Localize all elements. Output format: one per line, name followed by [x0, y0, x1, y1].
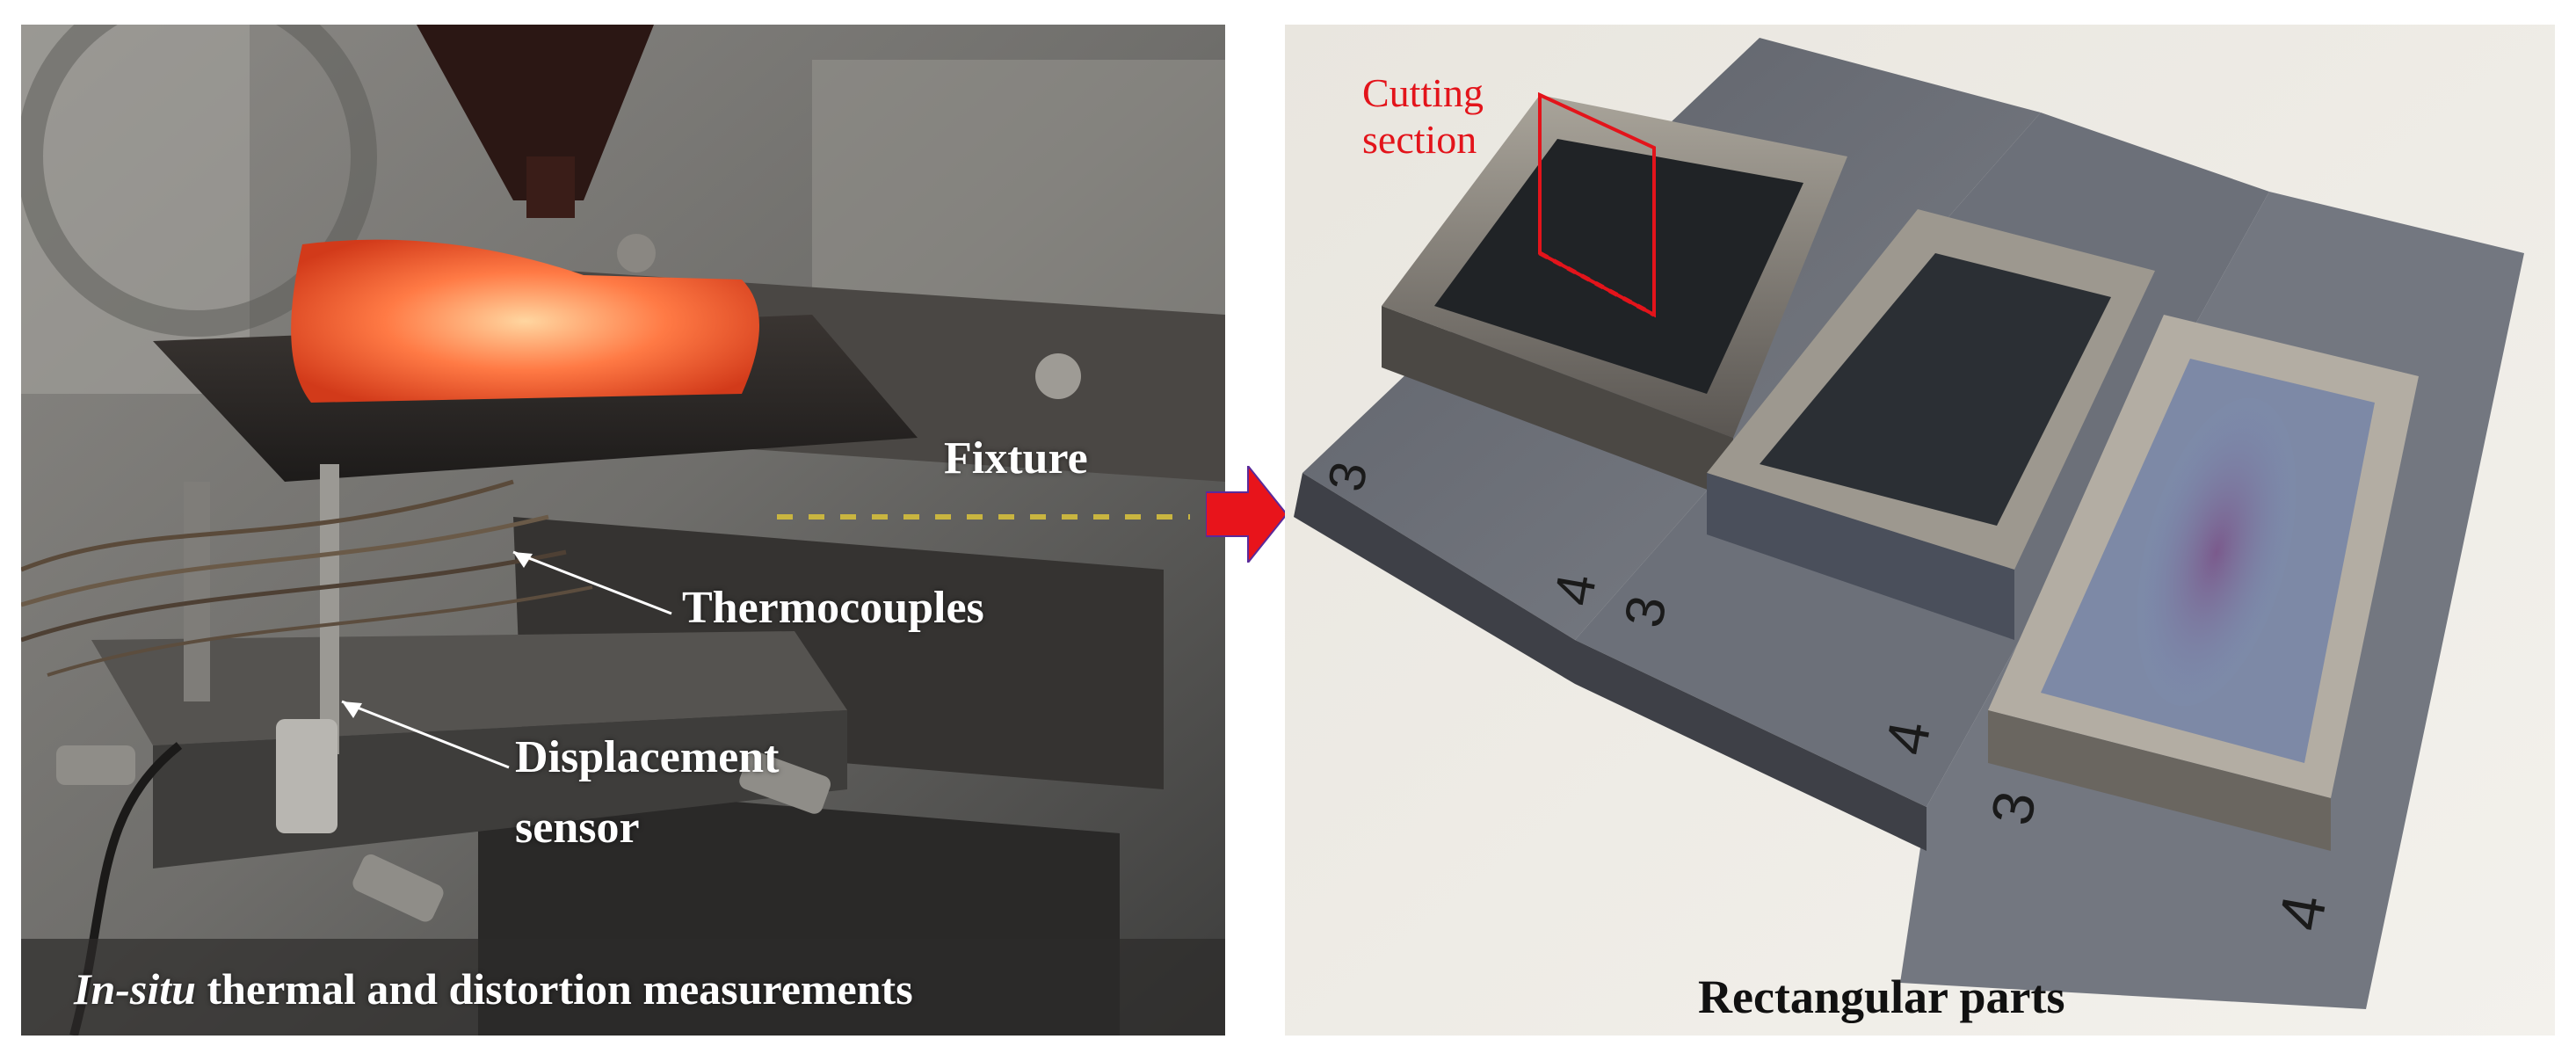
caption-italic: In-situ	[74, 964, 196, 1014]
sensor-label: sensor	[515, 803, 640, 853]
left-photo-panel: Fixture Thermocouples Displacement senso…	[21, 25, 1225, 1036]
left-caption: In-situ thermal and distortion measureme…	[74, 965, 913, 1014]
cutting-line-2: section	[1362, 116, 1477, 162]
cutting-line-1: Cutting	[1362, 70, 1484, 115]
fixture-label: Fixture	[944, 433, 1088, 483]
caption-rest: thermal and distortion measurements	[195, 964, 913, 1014]
rectangular-parts-photo: 3 4 3 4 3 4	[1285, 25, 2555, 1036]
right-caption: Rectangular parts	[1698, 970, 2065, 1023]
right-arrow-icon	[1206, 466, 1287, 563]
experimental-setup-photo	[21, 25, 1225, 1036]
displacement-label: Displacement	[515, 732, 780, 782]
thermocouples-label: Thermocouples	[682, 583, 984, 633]
